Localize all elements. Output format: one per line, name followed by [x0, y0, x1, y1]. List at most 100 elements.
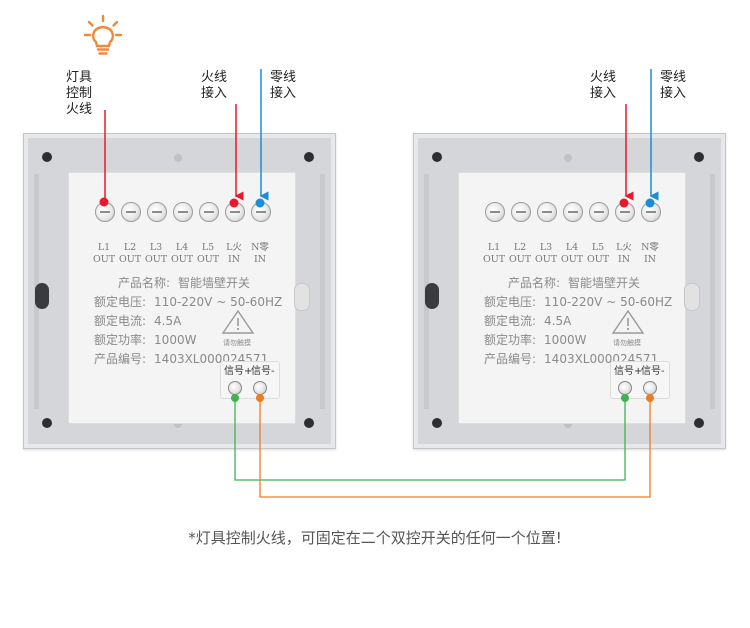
terminal-l3: [147, 202, 167, 222]
terminal-label-top: L4: [175, 242, 189, 253]
live-in-line-2: 接入: [590, 86, 617, 101]
spec-value: 110-220V ~ 50-60HZ: [544, 295, 673, 309]
terminal-label-top: L2: [123, 242, 137, 253]
screw: [432, 418, 442, 428]
signal-terminal-block: 信号+ 信号-: [220, 361, 280, 399]
terminal-label-bottom: OUT: [119, 254, 142, 265]
spec-product-name: 产品名称:智能墙壁开关: [118, 275, 250, 291]
neutral-in-line-2: 接入: [270, 86, 297, 101]
mount-rail: [320, 174, 325, 409]
spec-key: 产品编号:: [94, 352, 147, 366]
spec-rated-current: 额定电流: 4.5A: [94, 313, 181, 329]
spec-rated-current: 额定电流:4.5A: [484, 313, 571, 329]
spec-key: 额定电流:: [94, 314, 147, 328]
spec-value: 智能墙壁开关: [178, 276, 251, 290]
spec-rated-voltage: 额定电压: 110-220V ~ 50-60HZ: [94, 294, 282, 310]
left-neutral-in-label: 零线 接入: [270, 70, 296, 102]
side-knob: [684, 283, 700, 311]
live-in-line-1: 火线: [201, 70, 228, 85]
warning-triangle-icon: [611, 309, 645, 334]
signal-minus-label: 信号-: [641, 366, 665, 377]
mount-hole: [564, 154, 572, 162]
terminal-label-top: L火: [616, 242, 632, 253]
terminal-live-in: [225, 202, 245, 222]
terminal-label-top: L3: [539, 242, 553, 253]
lightbulb-icon: [83, 14, 123, 55]
terminal-label-bottom: OUT: [535, 254, 558, 265]
spec-rated-power: 额定功率:1000W: [94, 332, 196, 348]
terminal-neutral-in: [641, 202, 661, 222]
terminal-label-top: N零: [641, 242, 659, 253]
signal-minus-terminal: [253, 381, 267, 395]
lamp-label-line-3: 火线: [66, 102, 93, 117]
warning-triangle-icon: [221, 309, 255, 334]
terminal-l1: [485, 202, 505, 222]
screw: [432, 152, 442, 162]
spec-key: 额定电压:: [484, 295, 537, 309]
spec-key: 额定电流:: [484, 314, 537, 328]
spec-value: 4.5A: [154, 314, 182, 328]
screw: [304, 152, 314, 162]
screw: [42, 152, 52, 162]
terminal-label-bottom: OUT: [509, 254, 532, 265]
terminal-label-bottom: IN: [617, 254, 631, 265]
neutral-in-line-2: 接入: [660, 86, 687, 101]
signal-plus-label: 信号+: [224, 366, 253, 377]
signal-minus-terminal: [643, 381, 657, 395]
terminal-label-bottom: OUT: [171, 254, 194, 265]
spec-key: 额定电压:: [94, 295, 147, 309]
live-in-line-1: 火线: [590, 70, 617, 85]
neutral-in-line-1: 零线: [660, 70, 687, 85]
mount-rail: [710, 174, 715, 409]
terminal-label-top: L火: [226, 242, 242, 253]
live-in-line-2: 接入: [201, 86, 228, 101]
terminal-label-bottom: IN: [227, 254, 241, 265]
terminal-l2: [121, 202, 141, 222]
spec-product-number: 产品编号:1403XL000024571: [484, 351, 658, 367]
neutral-in-line-1: 零线: [270, 70, 297, 85]
spec-key: 产品名称:: [508, 276, 561, 290]
terminal-neutral-in: [251, 202, 271, 222]
mount-hole: [174, 154, 182, 162]
terminal-label-top: L4: [565, 242, 579, 253]
spec-value: 1000W: [544, 333, 587, 347]
terminal-live-in: [615, 202, 635, 222]
signal-minus-label: 信号-: [251, 366, 275, 377]
terminal-label-bottom: OUT: [145, 254, 168, 265]
side-knob: [35, 283, 49, 309]
screw: [304, 418, 314, 428]
screw: [42, 418, 52, 428]
footer-note: *灯具控制火线，可固定在二个双控开关的任何一个位置!: [188, 529, 562, 547]
left-live-in-label: 火线 接入: [201, 70, 227, 102]
side-knob: [425, 283, 439, 309]
terminal-label-top: N零: [251, 242, 269, 253]
terminal-label-top: L3: [149, 242, 163, 253]
terminal-label-bottom: IN: [253, 254, 267, 265]
terminal-label-bottom: OUT: [587, 254, 610, 265]
spec-value: 智能墙壁开关: [568, 276, 641, 290]
signal-plus-terminal: [228, 381, 242, 395]
signal-plus-terminal: [618, 381, 632, 395]
side-knob: [294, 283, 310, 311]
spec-value: 110-220V ~ 50-60HZ: [154, 295, 283, 309]
terminal-label-top: L5: [591, 242, 605, 253]
terminal-label-top: L5: [201, 242, 215, 253]
right-live-in-label: 火线 接入: [590, 70, 616, 102]
screw: [694, 152, 704, 162]
lamp-label-line-2: 控制: [66, 86, 93, 101]
spec-key: 额定功率:: [94, 333, 147, 347]
signal-terminal-block: 信号+ 信号-: [610, 361, 670, 399]
terminal-l3: [537, 202, 557, 222]
mount-hole: [174, 420, 182, 428]
terminal-l5: [589, 202, 609, 222]
